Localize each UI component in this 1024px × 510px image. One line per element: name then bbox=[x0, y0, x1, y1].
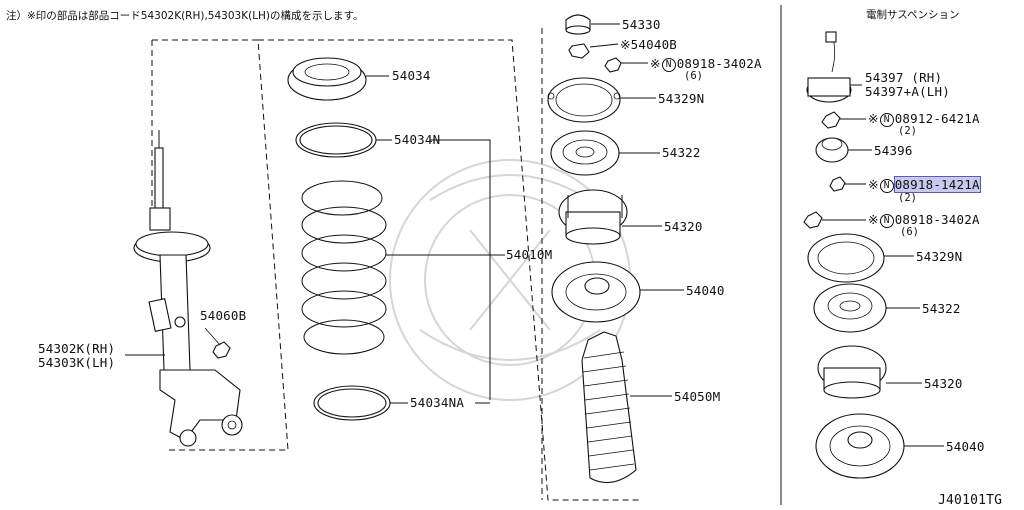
assembly-outline-left bbox=[151, 39, 289, 451]
part-label-54034NA[interactable]: 54034NA bbox=[410, 395, 465, 410]
mount-54322-right bbox=[813, 283, 887, 333]
rubber-54034NA bbox=[313, 385, 391, 421]
dust-boot-54050M bbox=[581, 331, 637, 484]
quantity-label: (6) bbox=[900, 226, 919, 238]
strut-assembly bbox=[133, 130, 243, 447]
part-label-54320[interactable]: 54320 bbox=[664, 219, 703, 234]
plate-54329N bbox=[547, 77, 621, 123]
part-label-54329N[interactable]: 54329N bbox=[658, 91, 705, 106]
assembly-outline-spring bbox=[258, 39, 640, 501]
part-label-54322-right[interactable]: 54322 bbox=[922, 301, 961, 316]
bracket-54396 bbox=[815, 137, 849, 163]
n-circle-icon: N bbox=[661, 57, 676, 72]
section-title: 電制サスペンション bbox=[866, 9, 960, 21]
part-label-54302K[interactable]: 54302K(RH) bbox=[38, 341, 116, 356]
part-label-54330[interactable]: 54330 bbox=[622, 17, 661, 32]
rubber-54034N bbox=[295, 122, 377, 158]
asterisk-mark: ※ bbox=[650, 56, 661, 71]
nut-08918-3402A-right bbox=[803, 211, 823, 229]
quantity-label: (2) bbox=[898, 192, 917, 204]
insulator-54320-right bbox=[817, 345, 887, 399]
nut-54060B bbox=[204, 327, 231, 359]
part-label-54397[interactable]: 54397 (RH) bbox=[865, 70, 943, 85]
asterisk-mark: ※ bbox=[868, 111, 879, 126]
asterisk-mark: ※ bbox=[868, 177, 879, 192]
bumper-seat-54040-right bbox=[815, 413, 905, 479]
n-circle-icon: N bbox=[879, 178, 894, 193]
part-number: 08912-6421A bbox=[894, 111, 980, 126]
part-label-54303K[interactable]: 54303K(LH) bbox=[38, 355, 116, 370]
part-label-54397A[interactable]: 54397+A(LH) bbox=[865, 84, 950, 99]
part-number: 08918-3402A bbox=[676, 56, 762, 71]
n-circle-icon: N bbox=[879, 112, 894, 127]
part-label-54322[interactable]: 54322 bbox=[662, 145, 701, 160]
plate-54329N-right bbox=[807, 233, 885, 283]
part-label-54034[interactable]: 54034 bbox=[392, 68, 431, 83]
part-label-54050M[interactable]: 54050M bbox=[674, 389, 721, 404]
nut-08918-1421A bbox=[829, 176, 846, 192]
header-note: 注）※印の部品は部品コード54302K(RH),54303K(LH)の構成を示し… bbox=[6, 10, 364, 22]
asterisk-mark: ※ bbox=[868, 212, 879, 227]
quantity-label: (2) bbox=[898, 125, 917, 137]
coil-spring-54010M bbox=[301, 180, 387, 355]
nut-08918-3402A bbox=[604, 57, 622, 73]
nut-54040B bbox=[568, 43, 590, 59]
part-label-54060B[interactable]: 54060B bbox=[200, 308, 247, 323]
part-label-54396[interactable]: 54396 bbox=[874, 143, 913, 158]
bumper-seat-54040 bbox=[551, 261, 641, 323]
part-number-highlighted: 08918-1421A bbox=[893, 176, 981, 193]
sensor-54397 bbox=[806, 31, 852, 103]
part-label-54329N-right[interactable]: 54329N bbox=[916, 249, 963, 264]
n-circle-icon: N bbox=[879, 213, 894, 228]
mount-54322 bbox=[550, 130, 620, 176]
diagram-code: J40101TG bbox=[938, 493, 1003, 508]
upper-seat-54034 bbox=[287, 57, 367, 101]
part-label-54034N[interactable]: 54034N bbox=[394, 132, 441, 147]
part-label-54010M[interactable]: 54010M bbox=[506, 247, 553, 262]
part-label-54040B[interactable]: ※54040B bbox=[620, 37, 678, 52]
part-number: 08918-3402A bbox=[894, 212, 980, 227]
quantity-label: (6) bbox=[684, 70, 703, 82]
nut-08912-6421A bbox=[821, 111, 841, 129]
part-label-54320-right[interactable]: 54320 bbox=[924, 376, 963, 391]
part-label-54040-right[interactable]: 54040 bbox=[946, 439, 985, 454]
part-label-54040[interactable]: 54040 bbox=[686, 283, 725, 298]
insulator-54320 bbox=[558, 189, 628, 245]
leader-lines bbox=[125, 23, 944, 447]
cap-54330 bbox=[565, 14, 591, 35]
